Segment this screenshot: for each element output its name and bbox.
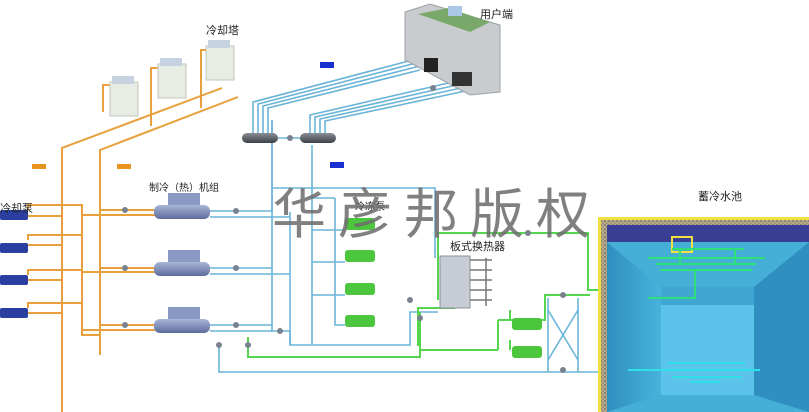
bottom-diffuser <box>628 362 760 383</box>
plate-heat-exchanger <box>439 255 492 309</box>
chilled-water-pipes <box>210 57 608 373</box>
valve <box>233 208 239 214</box>
chilled-pump <box>345 315 375 327</box>
valve <box>233 265 239 271</box>
temperature-sensor <box>117 164 131 169</box>
user-building <box>404 3 501 96</box>
valve <box>122 265 128 271</box>
storage-loop-pipes <box>247 232 610 358</box>
label-chilled-pump: 冷冻泵 <box>355 202 385 213</box>
valve <box>417 315 423 321</box>
valve <box>122 207 128 213</box>
cooling-pump <box>0 308 28 318</box>
valve <box>287 135 293 141</box>
label-user-end: 用户端 <box>480 8 513 21</box>
temperature-sensor <box>32 164 46 169</box>
cold-storage-tank <box>598 217 809 412</box>
cooling-pump <box>0 275 28 285</box>
cooling-pump <box>0 243 28 253</box>
label-cooling-pump: 冷却泵 <box>0 202 33 215</box>
watermark: 华彦邦版权 <box>272 183 602 246</box>
valve <box>560 292 566 298</box>
valve <box>245 342 251 348</box>
chilled-pumps <box>345 218 542 358</box>
storage-pump <box>512 318 542 330</box>
valve <box>216 342 222 348</box>
chillers <box>154 193 210 333</box>
chilled-pump <box>345 250 375 262</box>
cooling-pump <box>0 210 28 220</box>
storage-pump <box>512 346 542 358</box>
label-cooling-tower: 冷却塔 <box>206 24 239 37</box>
return-header <box>300 133 336 143</box>
top-diffuser <box>648 248 765 299</box>
valves <box>122 85 566 373</box>
label-plate-heat-exchanger: 板式换热器 <box>450 240 505 253</box>
label-chiller-unit: 制冷（热）机组 <box>149 183 219 194</box>
cooling-towers <box>109 40 235 117</box>
label-storage-tank: 蓄冷水池 <box>698 190 742 203</box>
chiller <box>154 250 210 276</box>
cooling-tower <box>109 76 139 117</box>
chiller <box>154 307 210 333</box>
valve <box>277 328 283 334</box>
cooling-tower <box>205 40 235 81</box>
valve <box>430 85 436 91</box>
cooling-tower <box>157 58 187 99</box>
chiller <box>154 193 210 219</box>
valve <box>560 367 566 373</box>
valve <box>233 322 239 328</box>
chilled-pump <box>345 218 375 230</box>
chilled-pump <box>345 283 375 295</box>
supply-header <box>242 133 278 143</box>
flow-meter-display <box>330 162 344 168</box>
cooling-pumps <box>0 210 28 318</box>
valve <box>122 322 128 328</box>
valve <box>407 297 413 303</box>
valve <box>525 230 531 236</box>
flow-meter-display <box>320 62 334 68</box>
